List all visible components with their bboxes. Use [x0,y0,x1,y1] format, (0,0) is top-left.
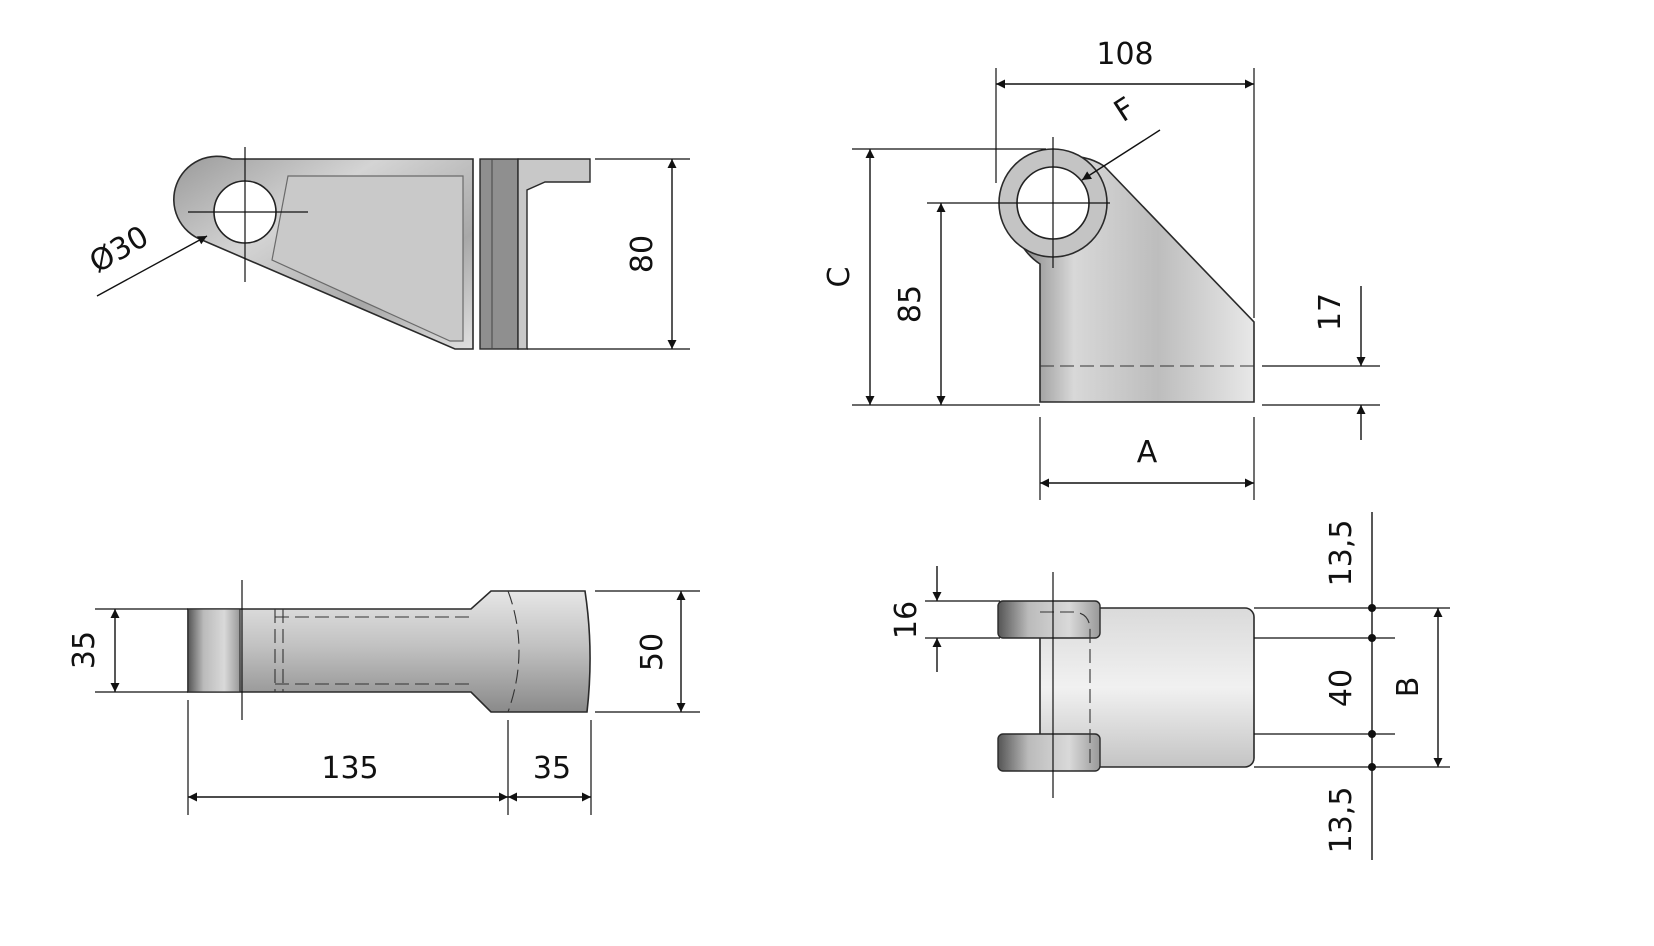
head-width-50-label: 50 [635,633,670,671]
length-135-label: 135 [321,751,378,786]
tail-width-35-label: 35 [67,631,102,669]
overall-height-c-label: C [822,267,857,288]
top-view: 35 50 135 35 [67,580,700,815]
dim-point-1 [1368,604,1376,612]
end-view-top-lug [997,600,1101,639]
dim-point-4 [1368,763,1376,771]
side-view-pocket [271,175,464,342]
width-108-label: 108 [1096,37,1153,72]
side-view: Ø30 80 [84,147,690,350]
side-view-flange [479,158,519,350]
hole-f-label: F [1108,91,1142,130]
dim-point-2 [1368,634,1376,642]
end-view-bottom-lug [997,733,1101,772]
side-view-lip [517,158,591,350]
overall-b-label: B [1391,677,1426,698]
height-80-label: 80 [625,235,660,273]
dim-point-3 [1368,730,1376,738]
end-view-body [1039,607,1255,768]
end-view: 16 13,5 40 B 13,5 [889,512,1450,860]
top-view-tail-end [187,608,241,693]
lug-16-label: 16 [889,601,924,639]
diameter-label: Ø30 [84,219,155,280]
bottom-offset-label: 13,5 [1324,787,1359,854]
head-length-35-label: 35 [533,751,571,786]
hole-center-85-label: 85 [893,285,928,323]
top-view-body [187,590,591,713]
front-view: 108 F C 85 17 A [822,37,1380,500]
base-width-a-label: A [1137,435,1158,470]
base-17-label: 17 [1313,293,1348,331]
top-offset-label: 13,5 [1324,520,1359,587]
gap-40-label: 40 [1324,669,1359,707]
